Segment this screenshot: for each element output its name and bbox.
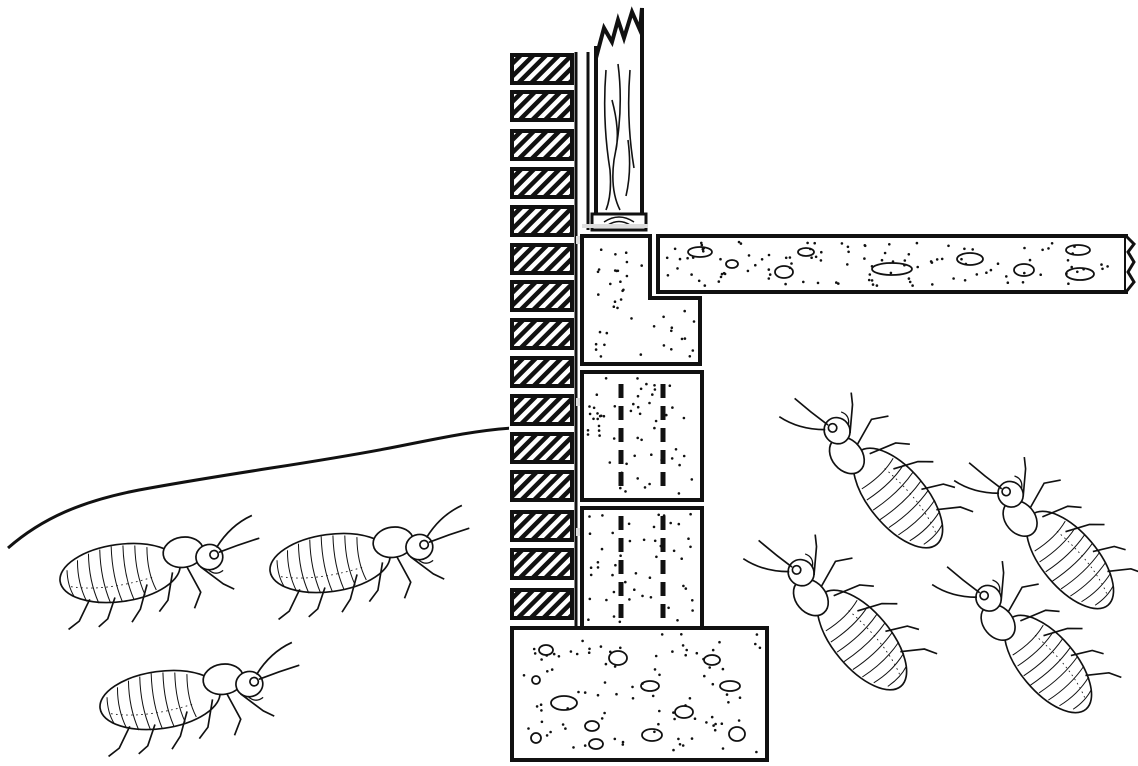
termite-icon xyxy=(777,356,976,569)
wood-stud xyxy=(596,8,642,216)
brick xyxy=(512,550,572,578)
brick xyxy=(512,358,572,386)
brick xyxy=(512,472,572,500)
soil-line xyxy=(8,428,512,548)
termite-icon xyxy=(265,505,479,621)
footing xyxy=(512,628,767,760)
foundation-blocks xyxy=(582,372,702,628)
brick xyxy=(512,169,572,197)
brick xyxy=(512,55,572,83)
brick xyxy=(512,282,572,310)
brick xyxy=(512,92,572,120)
brick xyxy=(512,590,572,618)
brick xyxy=(512,320,572,348)
brick-veneer xyxy=(509,52,577,632)
brick xyxy=(512,512,572,540)
brick xyxy=(512,434,572,462)
termite-icon xyxy=(55,515,269,631)
brick xyxy=(512,396,572,424)
brick xyxy=(512,245,572,273)
termite-icon xyxy=(95,642,309,758)
concrete-slab xyxy=(582,236,1134,364)
brick xyxy=(512,207,572,235)
brick xyxy=(512,131,572,159)
